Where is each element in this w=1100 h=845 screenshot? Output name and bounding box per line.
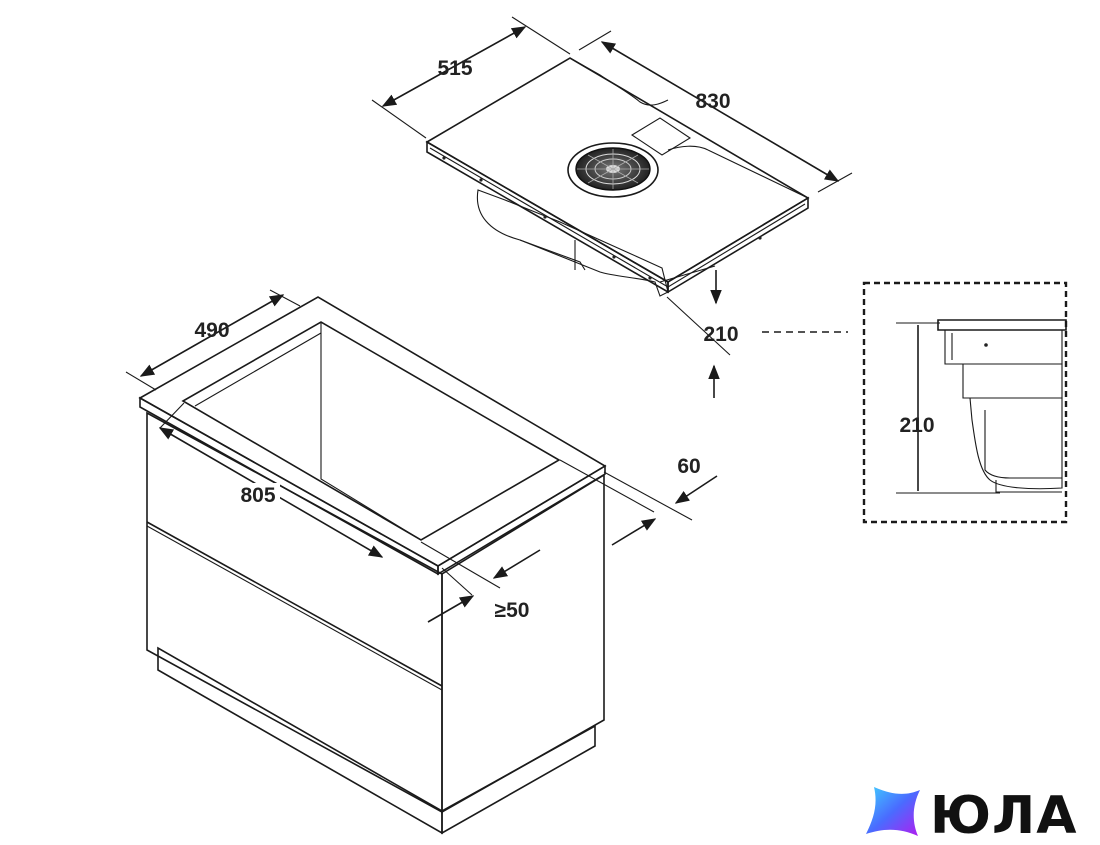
hob-right-edge xyxy=(667,196,809,294)
label-805: 805 xyxy=(240,484,275,507)
dimension-hob-depth: 515 xyxy=(371,16,571,139)
cabinet xyxy=(138,296,607,835)
detail-callout: 210 xyxy=(862,281,1068,524)
logo-mark-icon xyxy=(866,787,920,836)
logo-text: ЮЛА xyxy=(930,786,1077,845)
label-50: ≥50 xyxy=(495,599,530,622)
dimension-rear-clearance: 60 xyxy=(559,455,718,546)
cabinet-side xyxy=(441,473,605,814)
label-210: 210 xyxy=(703,323,738,346)
dimension-cutout-width: 805 xyxy=(158,402,384,558)
dimension-cutout-depth: 490 xyxy=(125,289,301,391)
dimension-front-clearance: ≥50 xyxy=(420,541,541,623)
label-60: 60 xyxy=(677,455,700,478)
label-830: 830 xyxy=(695,90,730,113)
yula-logo: ЮЛА xyxy=(866,786,1077,845)
dimension-hob-width: 830 xyxy=(578,30,853,193)
dimension-hob-height: 210 xyxy=(659,265,848,398)
label-490: 490 xyxy=(194,319,229,342)
hob-unit xyxy=(425,57,810,297)
label-detail-210: 210 xyxy=(899,414,934,437)
label-515: 515 xyxy=(437,57,472,80)
cabinet-front xyxy=(146,411,443,814)
extractor-fan-icon xyxy=(567,142,659,198)
cutout-opening xyxy=(181,321,561,541)
hob-underbody xyxy=(476,189,669,297)
